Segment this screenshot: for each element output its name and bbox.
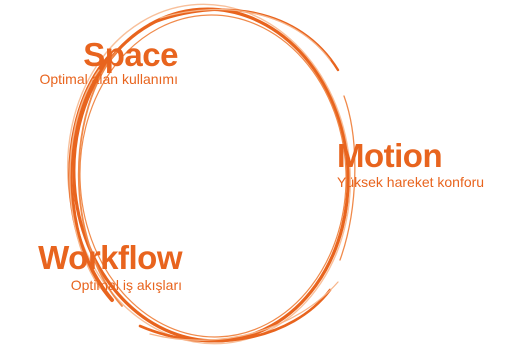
node-space: Space Optimal alan kullanımı bbox=[39, 38, 178, 88]
node-motion: Motion Yüksek hareket konforu bbox=[337, 139, 484, 191]
node-workflow: Workflow Optimal iş akışları bbox=[38, 241, 182, 294]
swoosh-bottom-1 bbox=[138, 288, 332, 343]
node-space-subtitle: Optimal alan kullanımı bbox=[39, 71, 178, 87]
swoosh-left-3 bbox=[69, 69, 101, 289]
node-motion-subtitle: Yüksek hareket konforu bbox=[337, 174, 485, 190]
node-workflow-title: Workflow bbox=[38, 239, 182, 276]
node-motion-title: Motion bbox=[337, 137, 443, 174]
swoosh-bottom-2 bbox=[149, 281, 339, 341]
node-space-title: Space bbox=[83, 36, 178, 73]
swoosh-top-2 bbox=[159, 8, 331, 61]
swoosh-left-2 bbox=[77, 49, 123, 307]
swoosh-left-4 bbox=[72, 83, 95, 273]
swoosh-right-1 bbox=[339, 95, 356, 261]
ring-inner-stroke bbox=[79, 14, 347, 338]
node-workflow-subtitle: Optimal iş akışları bbox=[70, 277, 182, 293]
